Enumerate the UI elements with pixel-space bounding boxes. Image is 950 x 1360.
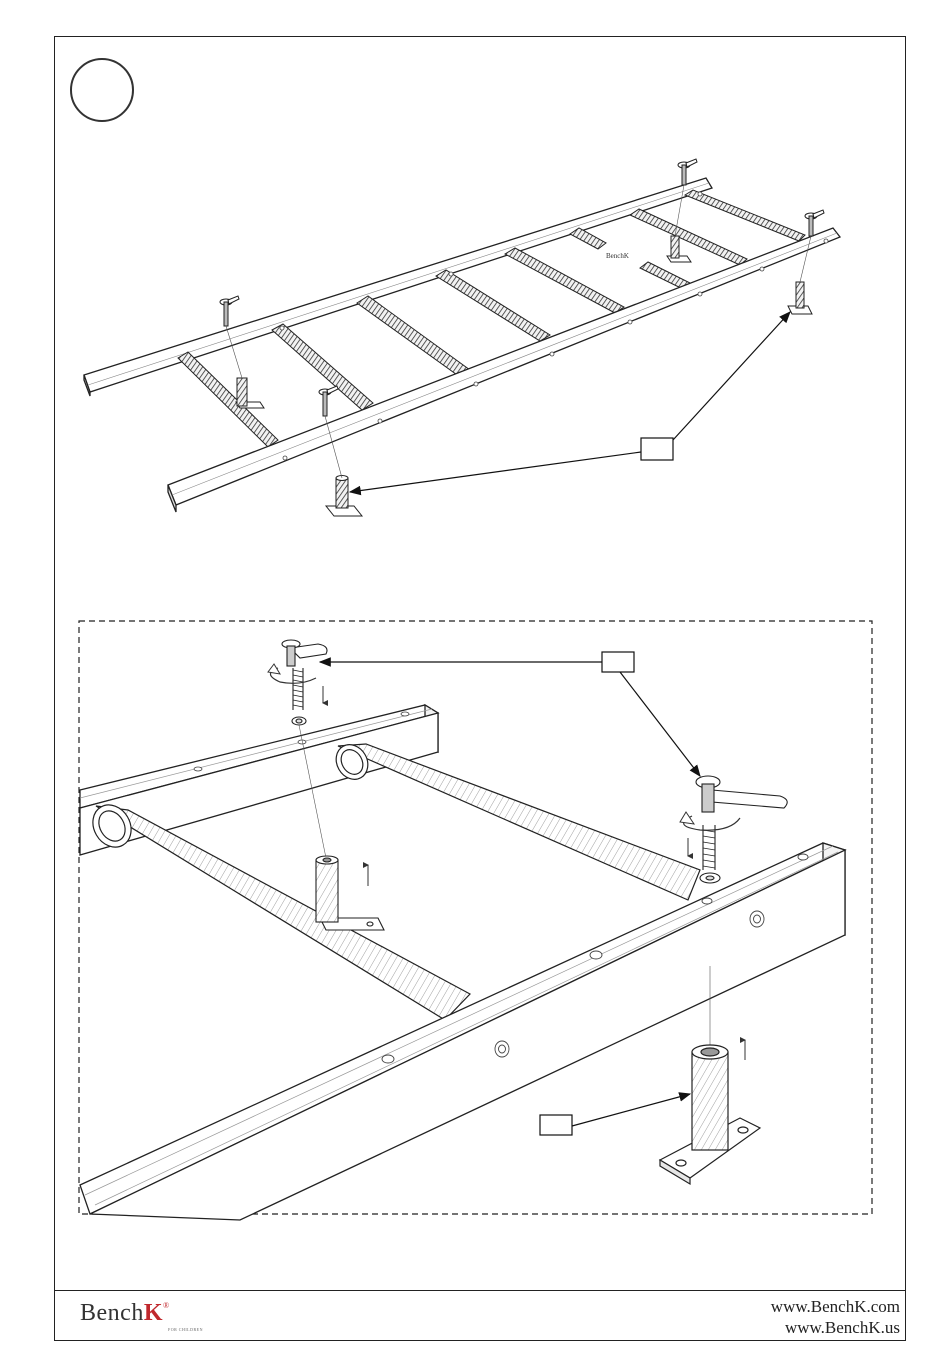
- detail-post-back: [316, 856, 384, 930]
- front-rail: [168, 192, 840, 512]
- back-rail: [84, 178, 712, 396]
- footer-divider: [54, 1290, 906, 1291]
- logo-prefix: Bench: [80, 1300, 144, 1326]
- rung: [178, 352, 278, 447]
- rung: [570, 228, 606, 249]
- bolt: [220, 296, 239, 326]
- rung: [685, 190, 805, 241]
- detail-back-rail: [80, 705, 438, 855]
- rung: [338, 744, 700, 900]
- logo-k: K: [144, 1300, 163, 1326]
- logo-tagline: FOR CHILDREN: [168, 1327, 203, 1332]
- detail-post-front: [660, 1040, 760, 1184]
- rung: [357, 296, 470, 377]
- detail-view: [79, 621, 872, 1220]
- rung: [96, 806, 470, 1020]
- post: [236, 378, 264, 408]
- post: [788, 282, 812, 314]
- post: [326, 476, 362, 517]
- benchk-logo: BenchK® FOR CHILDREN: [80, 1300, 170, 1334]
- ladder-overview: BenchK: [84, 159, 840, 516]
- detail-bolt-left: [268, 640, 327, 725]
- rung: [436, 270, 550, 341]
- rung: [630, 209, 747, 265]
- frame-marking: BenchK: [606, 252, 629, 260]
- logo-registered-mark: ®: [163, 1301, 170, 1310]
- url-com: www.BenchK.com: [771, 1297, 900, 1317]
- overview-bolts: [220, 159, 824, 416]
- url-us: www.BenchK.us: [785, 1318, 900, 1338]
- bolt: [319, 386, 338, 416]
- detail-front-rail: [80, 843, 845, 1220]
